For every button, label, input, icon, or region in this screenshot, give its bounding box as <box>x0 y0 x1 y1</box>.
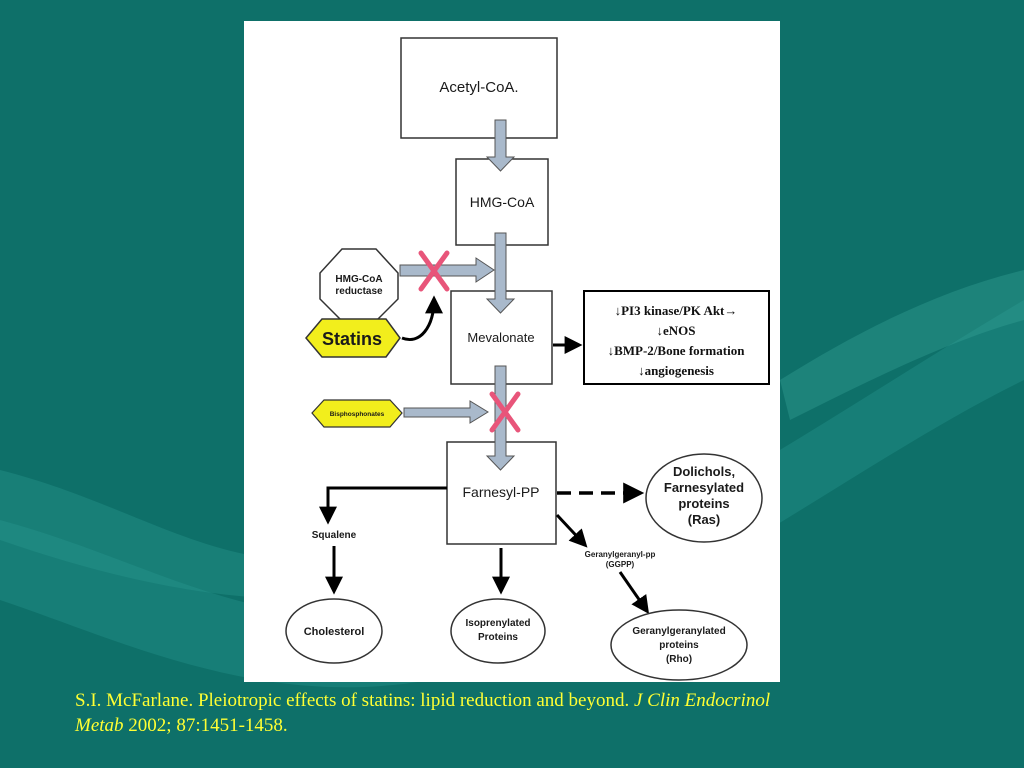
effect-pi3-kinase: ↓PI3 kinase/PK Akt→ <box>615 303 738 318</box>
citation-authors-title: S.I. McFarlane. Pleiotropic effects of s… <box>75 690 634 711</box>
statins-inhibit-arrow <box>401 295 443 341</box>
dolichols-label-4: (Ras) <box>688 512 721 527</box>
citation-details: 2002; 87:1451-1458. <box>123 715 288 736</box>
ggpp-label-2: (GGPP) <box>606 560 635 569</box>
flow-arrow-reductase <box>399 257 495 283</box>
bisphosphonates-shape <box>311 399 403 428</box>
cholesterol-oval <box>285 598 383 664</box>
inhibition-x-mark-reductase <box>418 250 450 292</box>
effect-enos: ↓eNOS <box>657 323 696 338</box>
isoprenylated-label-2: Proteins <box>478 632 518 643</box>
dolichols-label-3: proteins <box>678 496 729 511</box>
farnesyl-to-ggpp-arrow <box>555 513 588 548</box>
citation-journal-1: J Clin Endocrinol <box>633 690 771 711</box>
dolichols-oval <box>645 453 763 543</box>
pathway-figure: Acetyl-CoA. HMG-CoA Mevalonate Farnesyl-… <box>244 21 780 682</box>
mevalonate-label: Mevalonate <box>467 330 534 345</box>
isoprenylated-label-1: Isoprenylated <box>465 618 530 629</box>
ggpp-to-geranylgeranylated-arrow <box>618 571 650 614</box>
geranylgeranylated-label-2: proteins <box>659 640 699 651</box>
dolichols-label-1: Dolichols, <box>673 464 735 479</box>
geranylgeranylated-label-3: (Rho) <box>666 654 692 665</box>
statins-shape <box>305 318 401 358</box>
farnesyl-pp-label: Farnesyl-PP <box>462 484 539 500</box>
squalene-label: Squalene <box>312 530 357 541</box>
citation-journal-2: Metab <box>75 715 124 736</box>
hmg-coa-reductase-shape <box>319 248 399 322</box>
statins-label: Statins <box>322 329 382 349</box>
flow-arrow-bisphosphonates <box>403 400 489 424</box>
flow-arrow-hmg-to-mevalonate <box>485 232 516 314</box>
hmg-coa-reductase-label-1: HMG-CoA <box>335 274 382 285</box>
acetyl-coa-label: Acetyl-CoA. <box>439 79 518 96</box>
acetyl-coa-box <box>400 37 558 139</box>
effect-bmp2: ↓BMP-2/Bone formation <box>608 343 746 358</box>
citation-text: S.I. McFarlane. Pleiotropic effects of s… <box>75 688 975 738</box>
flow-arrow-acetyl-to-hmg <box>485 119 516 172</box>
farnesyl-to-squalene-line <box>319 486 447 525</box>
dolichols-label-2: Farnesylated <box>664 480 744 495</box>
pleiotropic-effects-box <box>583 290 770 385</box>
geranylgeranylated-proteins-oval <box>610 609 748 681</box>
geranylgeranylated-label-1: Geranylgeranylated <box>632 626 725 637</box>
hmg-coa-label: HMG-CoA <box>470 194 535 210</box>
effect-angiogenesis: ↓angiogenesis <box>638 363 714 378</box>
inhibition-x-mark-bisphosphonates <box>489 391 521 433</box>
cholesterol-label: Cholesterol <box>304 626 365 638</box>
isoprenylated-proteins-oval <box>450 598 546 664</box>
hmg-coa-reductase-label-2: reductase <box>335 286 383 297</box>
hmg-coa-box <box>455 158 549 246</box>
ggpp-label-1: Geranylgeranyl-pp <box>585 550 656 559</box>
bisphosphonates-label: Bisphosphonates <box>330 411 385 418</box>
